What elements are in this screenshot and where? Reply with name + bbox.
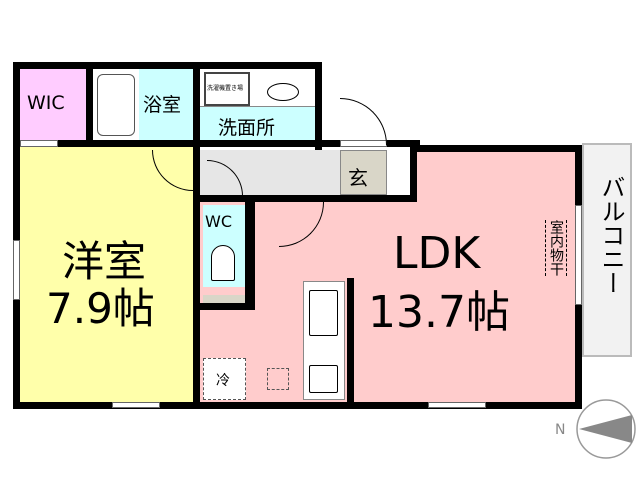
ldk-label: LDK	[393, 228, 481, 279]
washroom-room	[200, 107, 315, 140]
wall	[410, 145, 417, 202]
window	[13, 240, 20, 300]
wic-room	[20, 68, 86, 140]
ldk-size: 13.7帖	[368, 287, 510, 338]
bath-label: 浴室	[143, 94, 182, 116]
stove-icon	[309, 365, 338, 393]
washroom-label: 洗面所	[218, 117, 276, 139]
sink-icon	[267, 83, 299, 101]
entrance-door-swing	[340, 98, 387, 145]
wall	[13, 62, 322, 69]
vent-icon	[267, 368, 289, 390]
balcony	[582, 143, 632, 357]
wall	[200, 303, 255, 310]
western-room	[20, 147, 193, 402]
indoor-drying-label: 室内物干	[545, 220, 567, 276]
kitchen-sink	[309, 290, 338, 336]
wall	[245, 195, 255, 310]
wall	[193, 62, 200, 408]
kitchen-counter	[303, 281, 345, 400]
entrance-label: 玄	[348, 166, 368, 190]
balcony-label: バルコニー	[597, 175, 625, 295]
wall	[315, 62, 322, 150]
ldk-room-upper	[417, 152, 575, 202]
wic-label: WIC	[27, 92, 65, 114]
bath-room	[139, 68, 193, 140]
wall	[13, 62, 20, 408]
western-room-label: 洋室	[62, 237, 147, 286]
western-room-size: 7.9帖	[46, 284, 155, 333]
toilet-label: WC	[205, 212, 232, 231]
wic-door	[20, 140, 58, 147]
window	[428, 402, 486, 408]
toilet-shelf	[203, 295, 245, 303]
wall	[13, 140, 420, 147]
toilet-icon	[211, 245, 235, 281]
entrance-area	[340, 150, 387, 195]
balcony-window	[575, 205, 582, 305]
wall	[347, 278, 354, 402]
window	[112, 402, 160, 408]
fridge-space	[203, 358, 246, 400]
washer-space-label: 洗濯機置き場	[207, 85, 244, 92]
wall	[13, 402, 582, 409]
compass-north-label: N	[555, 422, 566, 438]
fridge-label: 冷	[216, 373, 230, 389]
wall	[86, 62, 93, 147]
washer-space	[204, 72, 250, 106]
bathtub-inner	[97, 74, 135, 136]
ldk-room	[200, 200, 575, 402]
wall	[410, 145, 582, 152]
compass-icon	[576, 399, 636, 459]
wall	[200, 195, 417, 202]
